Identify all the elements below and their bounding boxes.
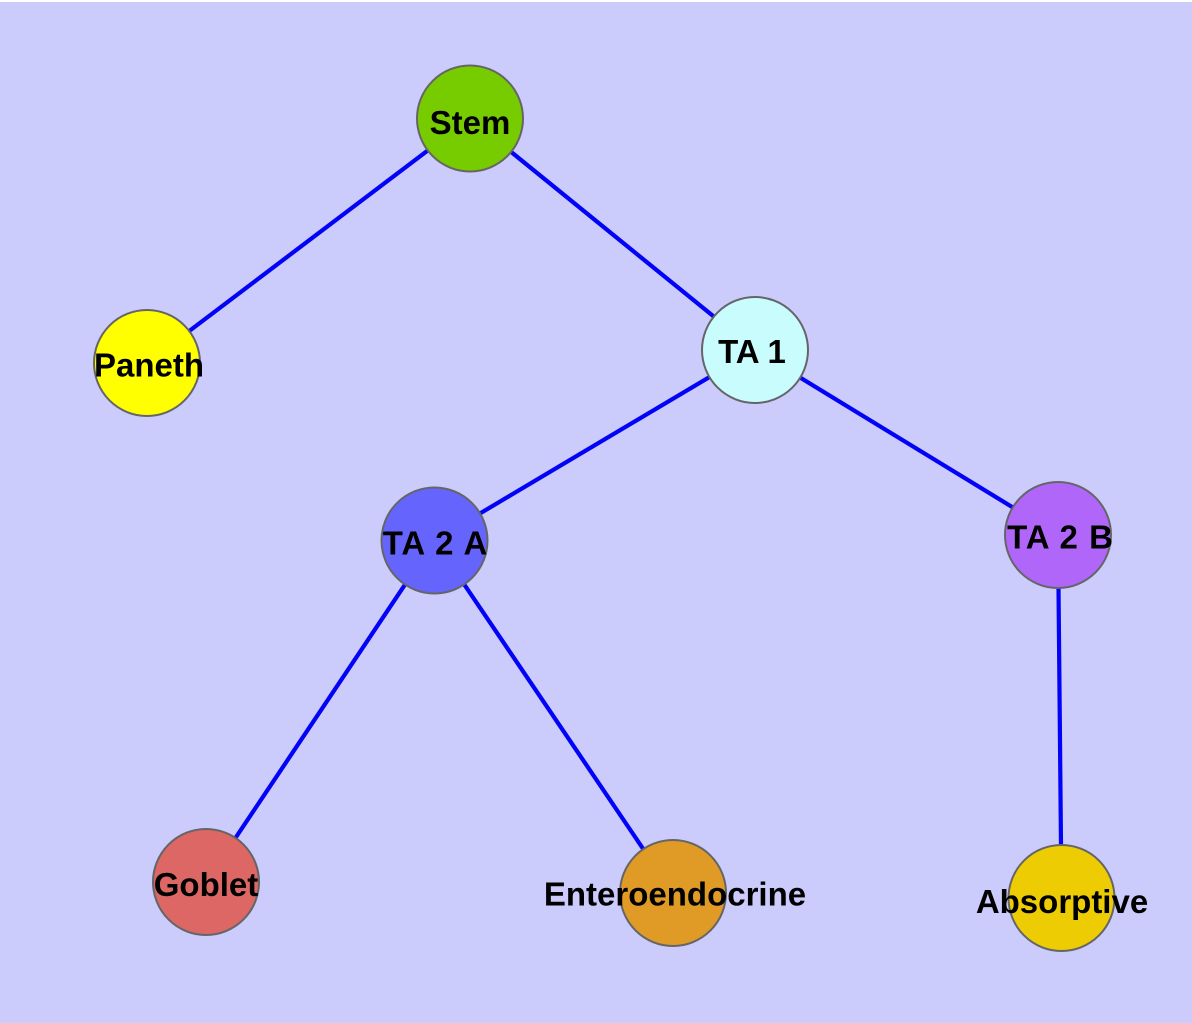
svg-text:TA 2 A: TA 2 A [383, 524, 489, 561]
svg-text:TA 1: TA 1 [718, 333, 786, 370]
svg-text:Stem: Stem [430, 104, 511, 141]
svg-text:TA 2 B: TA 2 B [1007, 519, 1114, 556]
svg-text:Paneth: Paneth [94, 347, 204, 384]
svg-text:Enteroendocrine: Enteroendocrine [544, 876, 806, 913]
svg-text:Absorptive: Absorptive [976, 883, 1148, 920]
svg-text:Goblet: Goblet [154, 866, 259, 903]
